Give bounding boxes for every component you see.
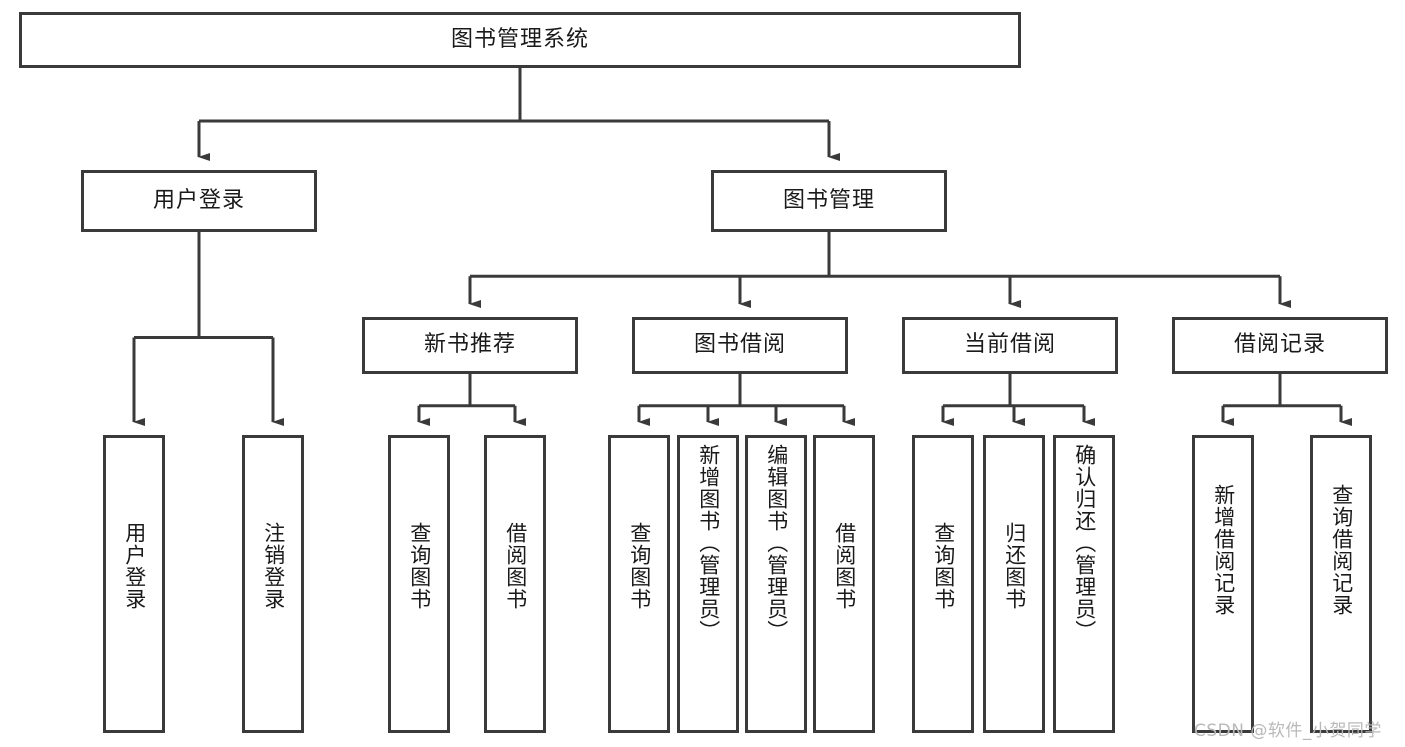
- node-label: 注销登录: [261, 522, 286, 610]
- node-leaf_4[interactable]: 借阅图书: [484, 435, 546, 733]
- watermark-text: CSDN @软件_小贺同学: [1194, 721, 1382, 741]
- node-label: 借阅图书: [832, 522, 857, 610]
- node-label: 用户登录: [122, 522, 147, 610]
- node-root[interactable]: 图书管理系统: [19, 12, 1021, 68]
- node-label: 归还图书: [1002, 522, 1027, 610]
- node-label: 图书管理系统: [450, 26, 589, 52]
- node-label: 用户登录: [152, 187, 245, 213]
- node-leaf_7[interactable]: 编辑图书（管理员）: [745, 435, 807, 733]
- node-leaf_3[interactable]: 查询图书: [388, 435, 450, 733]
- node-l2_a[interactable]: 用户登录: [81, 170, 317, 232]
- node-label: 借阅图书: [503, 522, 528, 610]
- node-leaf_11[interactable]: 确认归还（管理员）: [1053, 435, 1115, 733]
- node-leaf_5[interactable]: 查询图书: [608, 435, 670, 733]
- node-leaf_1[interactable]: 用户登录: [103, 435, 165, 733]
- node-leaf_12[interactable]: 新增借阅记录: [1192, 435, 1254, 733]
- node-label: 借阅记录: [1233, 332, 1326, 358]
- node-leaf_13[interactable]: 查询借阅记录: [1310, 435, 1372, 733]
- node-label: 查询图书: [407, 522, 432, 610]
- node-label: 确认归还（管理员）: [1072, 444, 1097, 642]
- node-label: 新增图书（管理员）: [696, 444, 721, 642]
- node-leaf_9[interactable]: 查询图书: [912, 435, 974, 733]
- node-leaf_10[interactable]: 归还图书: [983, 435, 1045, 733]
- node-label: 图书借阅: [693, 332, 786, 358]
- node-label: 查询图书: [627, 522, 652, 610]
- node-label: 新书推荐: [423, 332, 516, 358]
- node-label: 当前借阅: [963, 332, 1056, 358]
- node-leaf_6[interactable]: 新增图书（管理员）: [677, 435, 739, 733]
- node-label: 编辑图书（管理员）: [764, 444, 789, 642]
- node-label: 新增借阅记录: [1211, 484, 1236, 616]
- node-label: 图书管理: [782, 187, 875, 213]
- node-l3_c[interactable]: 当前借阅: [902, 317, 1118, 374]
- node-label: 查询图书: [931, 522, 956, 610]
- node-leaf_8[interactable]: 借阅图书: [813, 435, 875, 733]
- node-leaf_2[interactable]: 注销登录: [242, 435, 304, 733]
- node-l2_b[interactable]: 图书管理: [711, 170, 947, 232]
- node-label: 查询借阅记录: [1329, 484, 1354, 616]
- node-l3_d[interactable]: 借阅记录: [1172, 317, 1388, 374]
- node-l3_a[interactable]: 新书推荐: [362, 317, 578, 374]
- node-l3_b[interactable]: 图书借阅: [632, 317, 848, 374]
